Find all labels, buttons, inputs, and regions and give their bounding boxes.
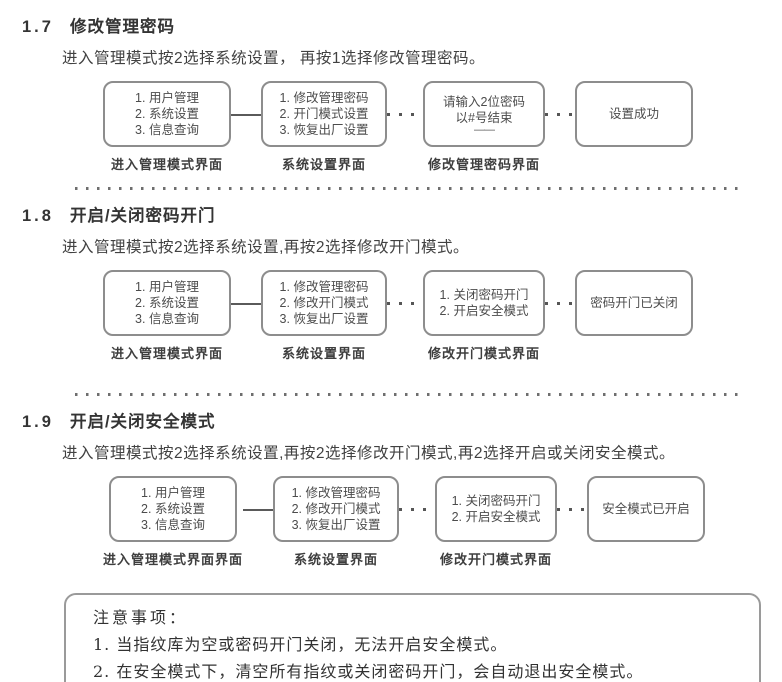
connector-line	[231, 114, 261, 116]
section-body-text: 进入管理模式按2选择系统设置， 再按1选择修改管理密码。	[62, 50, 486, 67]
screen-line: 1. 用户管理	[135, 91, 199, 105]
connector-dotted	[387, 302, 423, 305]
section-title: 开启/关闭密码开门	[69, 207, 216, 225]
flow-diagram-1-9: 1. 用户管理 2. 系统设置 3. 信息查询 进入管理模式界面界面 1. 修改…	[103, 476, 782, 568]
section-header-1-9: 1.9 开启/关闭安全模式	[22, 408, 782, 432]
screen-line: 3. 信息查询	[141, 518, 205, 532]
section-number: 1.8	[22, 207, 54, 225]
connector-dotted	[387, 113, 423, 116]
flow-step: 1. 修改管理密码 2. 开门模式设置 3. 恢复出厂设置 系统设置界面	[261, 81, 387, 173]
notes-title: 注意事项：	[93, 608, 189, 627]
input-cursor-line: ——	[473, 123, 495, 136]
screen-line: 2. 系统设置	[135, 296, 199, 310]
screen-line: 1. 修改管理密码	[291, 486, 381, 500]
flow-step: 请输入2位密码 以#号结束 —— 修改管理密码界面	[423, 81, 545, 173]
screen-line: 1. 关闭密码开门	[439, 288, 529, 302]
flow-diagram-1-7: 1. 用户管理 2. 系统设置 3. 信息查询 进入管理模式界面 1. 修改管理…	[103, 81, 782, 173]
screen-line: 以#号结束	[455, 110, 513, 125]
screen-box: 1. 关闭密码开门 2. 开启安全模式	[423, 270, 545, 336]
screen-caption: 系统设置界面	[294, 552, 379, 567]
section-number: 1.7	[22, 18, 54, 36]
screen-line: 2. 系统设置	[135, 107, 199, 121]
flow-step: 密码开门已关闭	[575, 270, 693, 359]
flow-step: 1. 用户管理 2. 系统设置 3. 信息查询 进入管理模式界面界面	[103, 476, 243, 568]
screen-caption: 系统设置界面	[281, 346, 366, 361]
screen-line: 2. 开门模式设置	[279, 107, 369, 121]
screen-box: 安全模式已开启	[587, 476, 706, 542]
screen-line: 3. 信息查询	[135, 123, 199, 137]
connector-dotted	[545, 302, 575, 305]
screen-box: 1. 用户管理 2. 系统设置 3. 信息查询	[103, 270, 231, 336]
screen-line: 2. 开启安全模式	[451, 510, 541, 524]
screen-box: 密码开门已关闭	[575, 270, 693, 336]
connector-dotted	[545, 113, 575, 116]
section-separator	[75, 187, 743, 190]
section-number: 1.9	[22, 413, 54, 431]
flow-diagram-1-8: 1. 用户管理 2. 系统设置 3. 信息查询 进入管理模式界面 1. 修改管理…	[103, 270, 782, 362]
screen-line: 请输入2位密码	[443, 94, 525, 109]
screen-line: 1. 用户管理	[135, 280, 199, 294]
screen-box: 1. 关闭密码开门 2. 开启安全模式	[435, 476, 558, 542]
screen-line: 1. 关闭密码开门	[451, 494, 541, 508]
screen-box: 1. 用户管理 2. 系统设置 3. 信息查询	[103, 81, 231, 147]
screen-line: 3. 恢复出厂设置	[279, 312, 369, 326]
note-item: 1. 当指纹库为空或密码开门关闭，无法开启安全模式。	[93, 635, 508, 654]
screen-line: 3. 恢复出厂设置	[291, 518, 381, 532]
flow-step: 1. 关闭密码开门 2. 开启安全模式 修改开门模式界面	[435, 476, 558, 568]
screen-line: 3. 恢复出厂设置	[279, 123, 369, 137]
screen-line: 1. 用户管理	[141, 486, 205, 500]
flow-step: 1. 关闭密码开门 2. 开启安全模式 修改开门模式界面	[423, 270, 545, 362]
screen-box: 1. 修改管理密码 2. 修改开门模式 3. 恢复出厂设置	[273, 476, 400, 542]
section-body-text: 进入管理模式按2选择系统设置,再按2选择修改开门模式。	[62, 239, 470, 256]
screen-caption: 修改开门模式界面	[427, 346, 540, 361]
screen-line: 密码开门已关闭	[590, 296, 678, 310]
screen-caption: 进入管理模式界面界面	[103, 552, 244, 567]
section-title: 开启/关闭安全模式	[69, 413, 216, 431]
screen-line: 1. 修改管理密码	[279, 280, 369, 294]
screen-caption: 修改开门模式界面	[440, 552, 553, 567]
screen-caption: 系统设置界面	[281, 157, 366, 172]
screen-caption: 修改管理密码界面	[427, 157, 540, 172]
flow-step: 设置成功	[575, 81, 693, 170]
section-body-text: 进入管理模式按2选择系统设置,再按2选择修改开门模式,再2选择开启或关闭安全模式…	[62, 445, 675, 462]
connector-dotted	[399, 508, 436, 511]
screen-caption: 进入管理模式界面	[110, 157, 223, 172]
screen-line: 安全模式已开启	[602, 502, 690, 516]
screen-line: 设置成功	[608, 107, 659, 121]
screen-line: 1. 修改管理密码	[279, 91, 369, 105]
screen-line: 3. 信息查询	[135, 312, 199, 326]
section-header-1-8: 1.8 开启/关闭密码开门	[22, 202, 782, 226]
connector-line	[243, 509, 274, 511]
flow-step: 1. 修改管理密码 2. 修改开门模式 3. 恢复出厂设置 系统设置界面	[261, 270, 387, 362]
section-separator	[75, 393, 743, 396]
screen-line: 2. 开启安全模式	[439, 304, 529, 318]
section-title: 修改管理密码	[69, 18, 175, 36]
flow-step: 1. 修改管理密码 2. 修改开门模式 3. 恢复出厂设置 系统设置界面	[273, 476, 400, 568]
section-header-1-7: 1.7 修改管理密码	[22, 13, 782, 37]
screen-line: 2. 系统设置	[141, 502, 205, 516]
screen-caption: 进入管理模式界面	[110, 346, 223, 361]
screen-box: 1. 修改管理密码 2. 开门模式设置 3. 恢复出厂设置	[261, 81, 387, 147]
screen-box: 1. 用户管理 2. 系统设置 3. 信息查询	[109, 476, 237, 542]
screen-box: 1. 修改管理密码 2. 修改开门模式 3. 恢复出厂设置	[261, 270, 387, 336]
note-item: 2. 在安全模式下，清空所有指纹或关闭密码开门，会自动退出安全模式。	[93, 662, 644, 681]
screen-box: 请输入2位密码 以#号结束 ——	[423, 81, 545, 147]
connector-line	[231, 303, 261, 305]
screen-box: 设置成功	[575, 81, 693, 147]
flow-step: 1. 用户管理 2. 系统设置 3. 信息查询 进入管理模式界面	[103, 81, 231, 173]
screen-line: 2. 修改开门模式	[291, 502, 381, 516]
flow-step: 1. 用户管理 2. 系统设置 3. 信息查询 进入管理模式界面	[103, 270, 231, 362]
connector-dotted	[557, 508, 588, 511]
notes-box: 注意事项： 1. 当指纹库为空或密码开门关闭，无法开启安全模式。 2. 在安全模…	[64, 593, 761, 682]
flow-step: 安全模式已开启	[587, 476, 706, 565]
screen-line: 2. 修改开门模式	[279, 296, 369, 310]
